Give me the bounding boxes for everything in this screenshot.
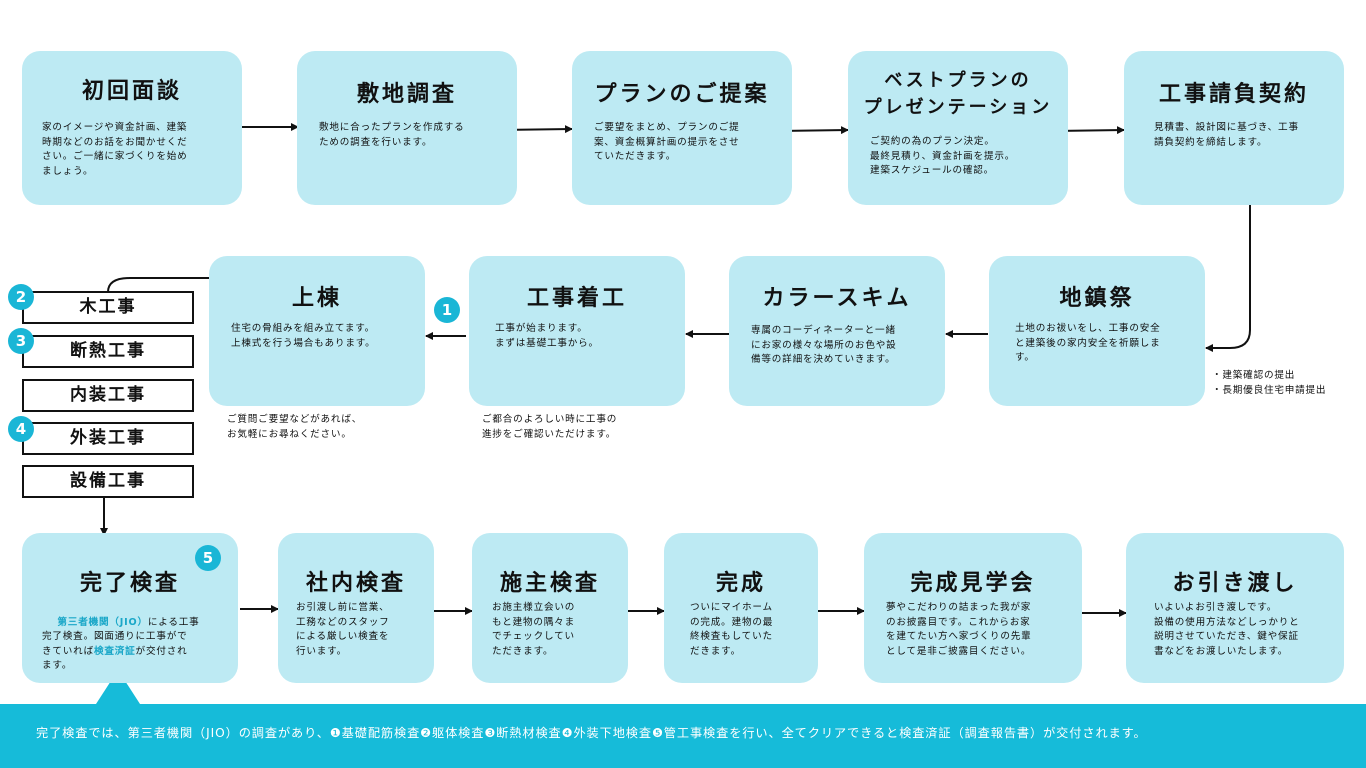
step-title: 敷地調査 xyxy=(356,82,457,107)
step-kansei: 完成 ついにマイホーム の完成。建物の最 終検査もしていた だきます。 xyxy=(664,533,818,683)
note-jichinsai: ・建築確認の提出 ・長期優良住宅申請提出 xyxy=(1212,370,1327,396)
work-box-dannetsu: 断熱工事 xyxy=(22,335,194,368)
step-description: 敷地に合ったプランを作成する ための調査を行います。 xyxy=(319,122,465,148)
work-box-mokko: 木工事 xyxy=(22,291,194,324)
work-box-setsubi: 設備工事 xyxy=(22,465,194,498)
step-title: 工事着工 xyxy=(526,286,627,311)
step-jichinsai: 地鎮祭 土地のお祓いをし、工事の安全 と建築後の家内安全を祈願しま す。 xyxy=(989,256,1205,406)
desc-text: ます。 xyxy=(42,660,73,671)
note-chakko: ご都合のよろしい時に工事の 進捗をご確認いただけます。 xyxy=(482,414,618,440)
step-title: 完成 xyxy=(715,571,766,596)
jotou-to-boxes xyxy=(107,277,211,293)
step-title: 地鎮祭 xyxy=(1059,286,1135,311)
badge-2: 2 xyxy=(8,284,34,310)
work-box-naiso: 内装工事 xyxy=(22,379,194,412)
step-description: ご契約の為のプラン決定。 最終見積り、資金計画を提示。 建築スケジュールの確認。 xyxy=(870,136,1016,176)
step-description: お施主様立会いの もと建物の隅々ま でチェックしてい ただきます。 xyxy=(492,602,576,657)
arrow-5-down xyxy=(1205,198,1251,352)
step-shanai-kensa: 社内検査 お引渡し前に営業、 工務などのスタッフ による厳しい検査を 行います。 xyxy=(278,533,434,683)
step-title: 完了検査 xyxy=(79,571,180,596)
step-plan-teian: プランのご提案 ご要望をまとめ、プランのご提 案、資金概算計画の提示をさせ てい… xyxy=(572,51,792,205)
step-shikichi-chosa: 敷地調査 敷地に合ったプランを作成する ための調査を行います。 xyxy=(297,51,517,205)
desc-text: が交付され xyxy=(135,645,188,657)
step-description: ご要望をまとめ、プランのご提 案、資金概算計画の提示をさせ ていただきます。 xyxy=(594,122,740,162)
step-description: ついにマイホーム の完成。建物の最 終検査もしていた だきます。 xyxy=(690,602,774,657)
badge-5: 5 xyxy=(195,545,221,571)
step-title: 施主検査 xyxy=(499,571,600,596)
step-description: 家のイメージや資金計画、建築 時期などのお話をお聞かせくだ さい。ご一緒に家づく… xyxy=(42,122,188,177)
step-kansei-kengakukai: 完成見学会 夢やこだわりの詰まった我が家 のお披露目です。これからお家 を建てた… xyxy=(864,533,1082,683)
step-jotou: 上棟 住宅の骨組みを組み立てます。 上棟式を行う場合もあります。 xyxy=(209,256,425,406)
badge-4: 4 xyxy=(8,416,34,442)
step-title: 初回面談 xyxy=(81,79,182,104)
step-description: お引渡し前に営業、 工務などのスタッフ による厳しい検査を 行います。 xyxy=(296,602,390,657)
step-description: 土地のお祓いをし、工事の安全 と建築後の家内安全を祈願しま す。 xyxy=(1015,323,1161,363)
step-seshu-kensa: 施主検査 お施主様立会いの もと建物の隅々ま でチェックしてい ただきます。 xyxy=(472,533,628,683)
step-title: 上棟 xyxy=(291,286,342,311)
step-description: いよいよお引き渡しです。 設備の使用方法などしっかりと 説明させていただき、鍵や… xyxy=(1154,602,1300,657)
step-koji-chakko: 工事着工 工事が始まります。 まずは基礎工事から。 xyxy=(469,256,685,406)
step-description: 住宅の骨組みを組み立てます。 上棟式を行う場合もあります。 xyxy=(231,323,376,349)
step-koji-ukeoi-keiyaku: 工事請負契約 見積書、設計図に基づき、工事 請負契約を締結します。 xyxy=(1124,51,1344,205)
step-ohikiwatashi: お引き渡し いよいよお引き渡しです。 設備の使用方法などしっかりと 説明させてい… xyxy=(1126,533,1344,683)
kensa-zumisho-highlight: 検査済証 xyxy=(93,645,136,657)
note-jotou: ご質問ご要望などがあれば、 お気軽にお尋ねください。 xyxy=(227,414,363,440)
badge-3: 3 xyxy=(8,328,34,354)
step-title: 完成見学会 xyxy=(910,571,1036,596)
step-description: 工事が始まります。 まずは基礎工事から。 xyxy=(495,323,599,349)
work-box-gaiso: 外装工事 xyxy=(22,422,194,455)
banner-pointer xyxy=(96,670,140,704)
kanryo-kensa-banner: 完了検査では、第三者機関（JIO）の調査があり、❶基礎配筋検査❷躯体検査❸断熱材… xyxy=(0,704,1366,768)
step-title: カラースキム xyxy=(762,286,912,311)
step-description: 専属のコーディネーターと一緒 にお家の様々な場所のお色や設 備等の詳細を決めてい… xyxy=(751,325,897,365)
step-best-plan-presentation: ベストプランの プレゼンテーション ご契約の為のプラン決定。 最終見積り、資金計… xyxy=(848,51,1068,205)
step-title: 社内検査 xyxy=(305,571,406,596)
badge-1: 1 xyxy=(434,297,460,323)
step-title: プランのご提案 xyxy=(594,82,770,107)
step-description: 夢やこだわりの詰まった我が家 のお披露目です。これからお家 を建てたい方へ家づく… xyxy=(886,602,1032,657)
step-title: 工事請負契約 xyxy=(1158,82,1309,107)
desc-text: による工事 xyxy=(147,616,200,628)
step-shokai-mendan: 初回面談 家のイメージや資金計画、建築 時期などのお話をお聞かせくだ さい。ご一… xyxy=(22,51,242,205)
step-description: 見積書、設計図に基づき、工事 請負契約を締結します。 xyxy=(1154,122,1299,148)
jio-highlight: 第三者機関（JIO） xyxy=(57,616,148,628)
step-title: お引き渡し xyxy=(1172,571,1298,596)
desc-text: 完了検査。図面通りに工事がで xyxy=(42,631,188,642)
step-color-scheme: カラースキム 専属のコーディネーターと一緒 にお家の様々な場所のお色や設 備等の… xyxy=(729,256,945,406)
step-title: ベストプランの プレゼンテーション xyxy=(863,70,1053,118)
desc-text: きていれば xyxy=(42,645,94,657)
step-description: 第三者機関（JIO）による工事 完了検査。図面通りに工事がで きていれば検査済証… xyxy=(42,601,200,674)
